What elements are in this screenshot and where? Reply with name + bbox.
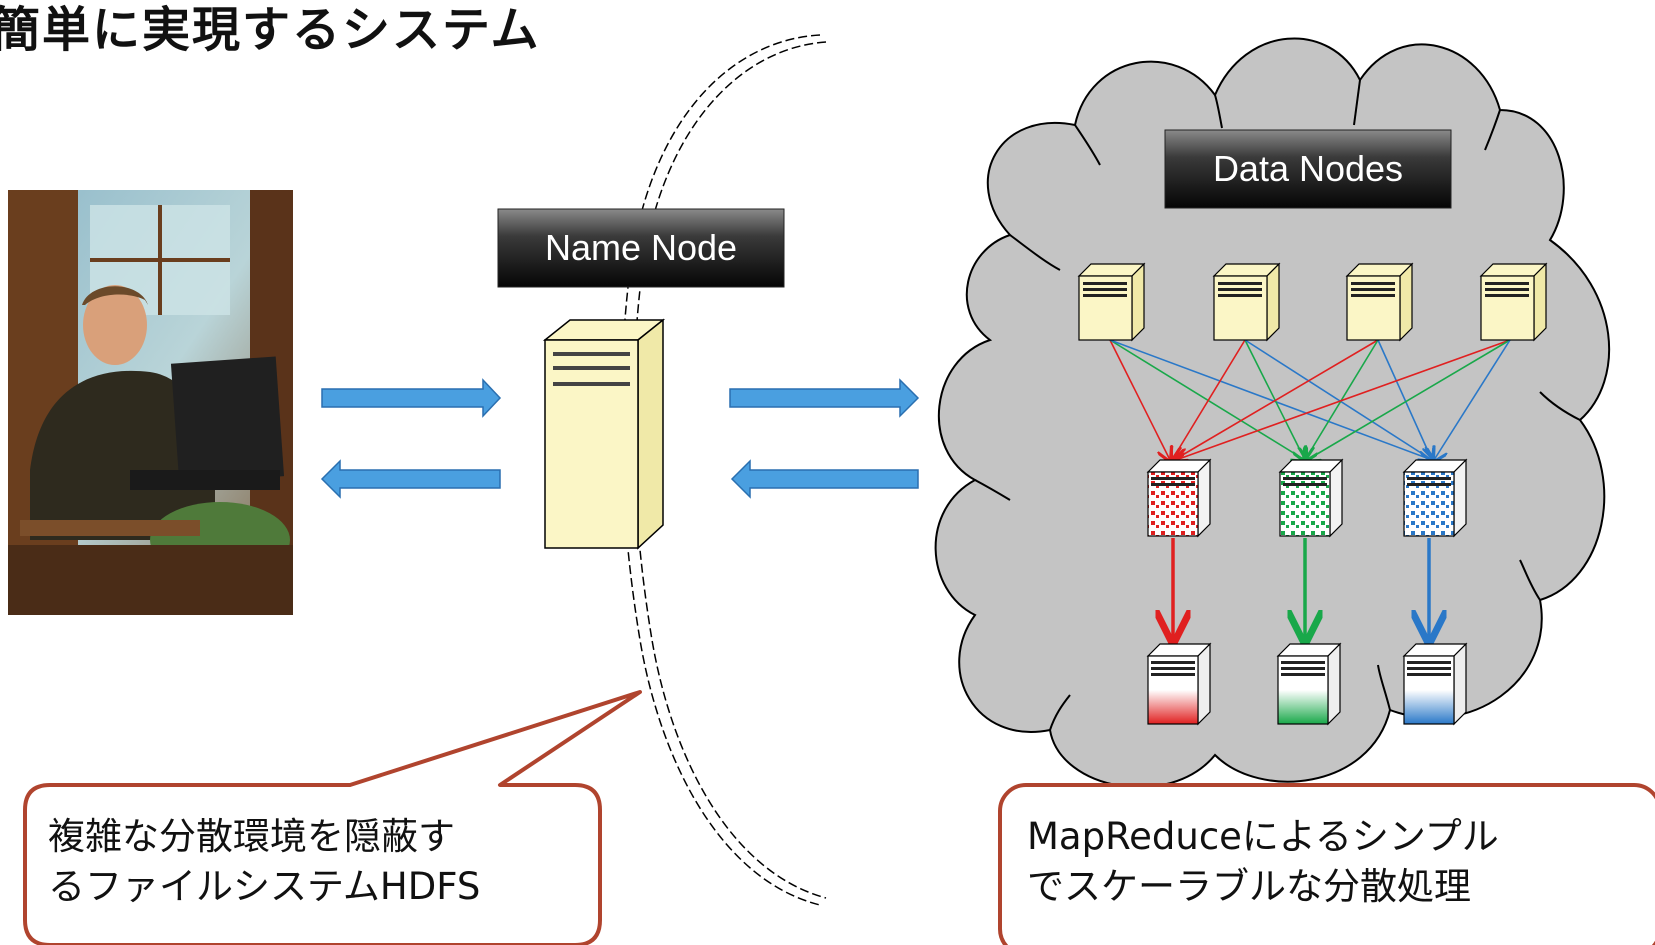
output-arrows xyxy=(1173,538,1429,638)
arrow-namenode-to-datanodes xyxy=(729,378,920,418)
mapreduce-callout-text: MapReduceによるシンプル でスケーラブルな分散処理 xyxy=(1027,812,1499,912)
output-server-green-icon xyxy=(1276,642,1342,726)
cluster-cloud xyxy=(934,37,1611,789)
data-nodes-label-box: Data Nodes xyxy=(1164,129,1452,209)
mapreduce-callout-line1: MapReduceによるシンプル xyxy=(1027,815,1499,858)
name-node-server-icon xyxy=(542,318,666,550)
hdfs-callout-text: 複雑な分散環境を隠蔽す るファイルシステムHDFS xyxy=(48,812,480,912)
data-node-server-icon xyxy=(1212,262,1281,342)
mapreduce-callout xyxy=(998,783,1655,945)
data-nodes-label: Data Nodes xyxy=(1213,148,1403,189)
shuffle-lines xyxy=(1109,339,1511,460)
output-server-blue-icon xyxy=(1402,642,1468,726)
hdfs-callout-line1: 複雑な分散環境を隠蔽す xyxy=(48,815,455,858)
hdfs-callout-line2: るファイルシステムHDFS xyxy=(48,865,481,908)
user-photo xyxy=(8,190,293,615)
data-node-server-icon xyxy=(1479,262,1548,342)
reducer-server-red-icon xyxy=(1146,458,1212,538)
arrow-namenode-to-user xyxy=(320,459,501,499)
data-node-server-icon xyxy=(1345,262,1414,342)
arrow-user-to-namenode xyxy=(321,378,502,418)
reducer-server-green-icon xyxy=(1278,458,1344,538)
output-server-red-icon xyxy=(1146,642,1212,726)
reducer-server-blue-icon xyxy=(1402,458,1468,538)
arrow-datanodes-to-namenode xyxy=(730,459,919,499)
data-node-server-icon xyxy=(1077,262,1146,342)
name-node-label: Name Node xyxy=(545,227,737,268)
slide-title: 簡単に実現するシステム xyxy=(0,2,541,58)
mapreduce-callout-line2: でスケーラブルな分散処理 xyxy=(1027,865,1471,908)
name-node-label-box: Name Node xyxy=(497,208,785,288)
